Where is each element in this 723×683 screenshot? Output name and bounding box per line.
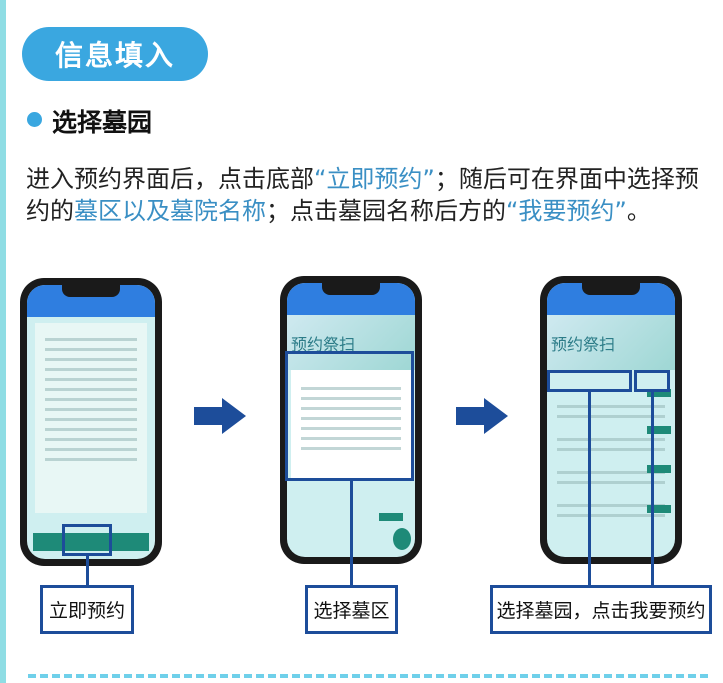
highlight-text: 墓区以及墓院名称 (74, 197, 266, 225)
arrow-right-icon (456, 398, 508, 434)
section-heading: 选择墓园 (52, 108, 153, 137)
divider (28, 674, 708, 678)
phone-mockup-1 (20, 278, 162, 566)
text: ；点击墓园名称后方的 (266, 197, 506, 225)
phone-mockup-3: 预约祭扫 (540, 276, 682, 564)
text: 进入预约界面后，点击底部 (26, 165, 314, 193)
text: ；随后可在界面中选择预约的 (26, 165, 699, 225)
left-border (0, 0, 6, 683)
banner-title: 预约祭扫 (287, 315, 415, 370)
text: 。 (626, 197, 651, 225)
label-select-cemetery: 选择墓园，点击我要预约 (490, 585, 712, 634)
highlight-text: “我要预约” (506, 197, 627, 225)
instruction-paragraph: 进入预约界面后，点击底部“立即预约”；随后可在界面中选择预约的墓区以及墓院名称；… (26, 163, 706, 227)
section-badge: 信息填入 (22, 27, 208, 81)
label-select-area: 选择墓区 (305, 585, 398, 634)
label-reserve-now: 立即预约 (40, 585, 134, 634)
bullet-dot (27, 112, 42, 127)
arrow-right-icon (194, 398, 246, 434)
banner-title: 预约祭扫 (547, 315, 675, 370)
highlight-text: “立即预约” (314, 165, 435, 193)
